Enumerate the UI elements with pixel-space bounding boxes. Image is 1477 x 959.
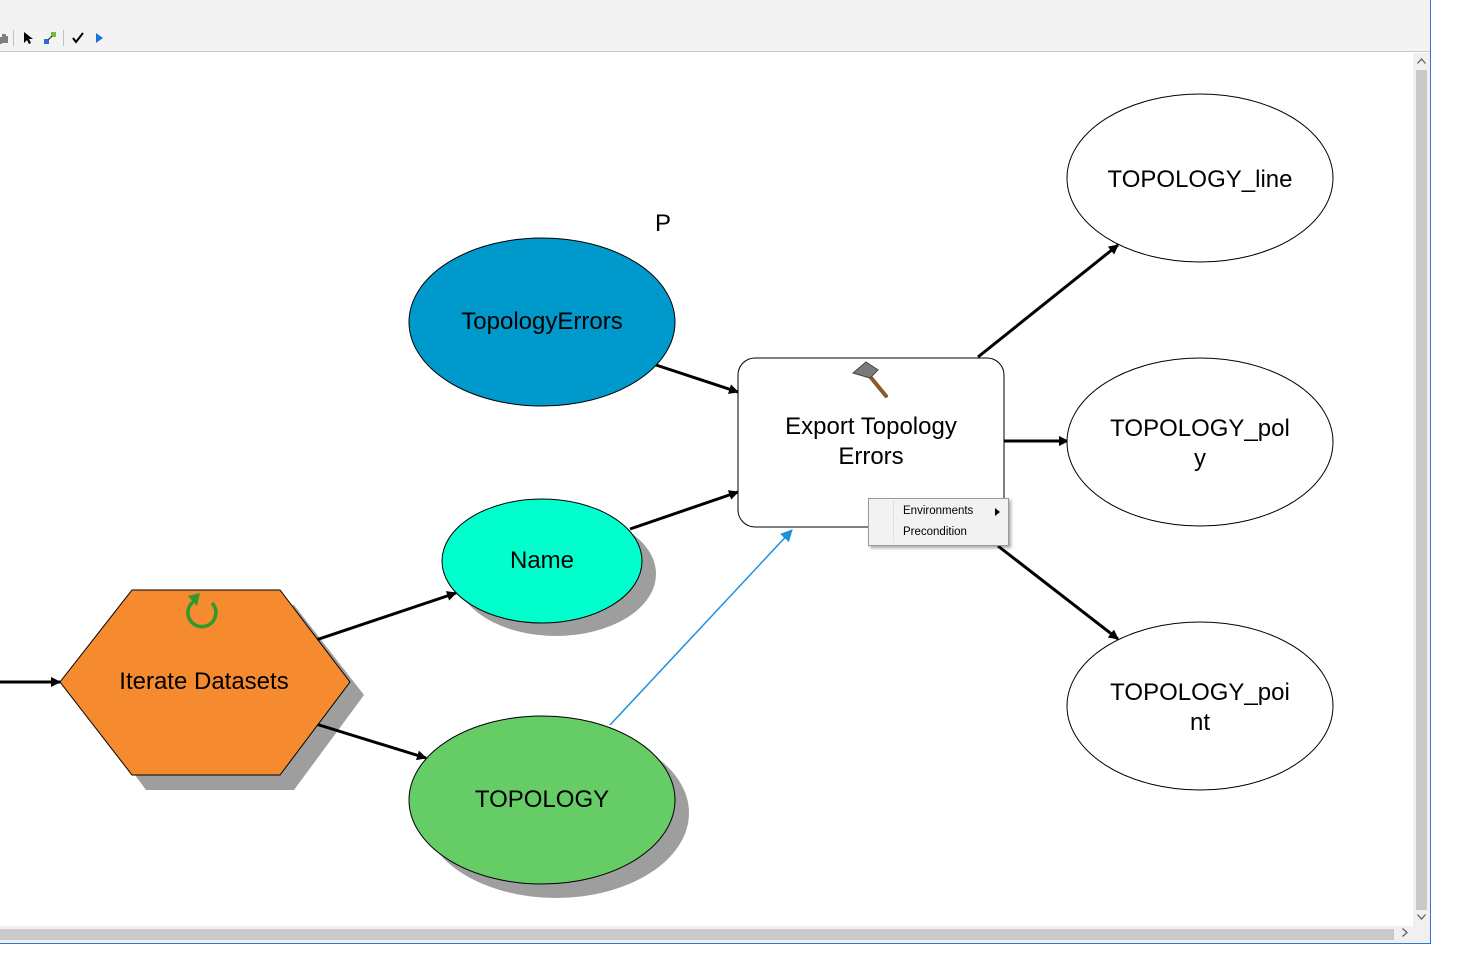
topology-poly-node[interactable] bbox=[1066, 357, 1334, 527]
connector-line bbox=[997, 544, 1119, 641]
submenu-arrow-icon bbox=[995, 508, 1000, 516]
horizontal-scroll-thumb[interactable] bbox=[0, 929, 1394, 940]
name-label: Name bbox=[509, 547, 575, 574]
hand-icon bbox=[0, 34, 8, 44]
hammer-icon bbox=[851, 361, 888, 398]
menu-item-precondition[interactable]: Precondition bbox=[869, 522, 1008, 543]
topology-line-label: TOPOLOGY_line bbox=[1107, 166, 1293, 193]
connect-tool-button[interactable] bbox=[40, 28, 60, 48]
menu-item-label: Precondition bbox=[903, 526, 967, 538]
topology-label: TOPOLOGY bbox=[474, 786, 610, 813]
iterate-icon bbox=[186, 593, 218, 629]
connector-line bbox=[655, 363, 739, 394]
menu-item-label: Environments bbox=[903, 505, 974, 517]
connector-line bbox=[315, 591, 457, 642]
topology-errors-label: TopologyErrors bbox=[461, 308, 623, 335]
checkmark-icon bbox=[72, 32, 84, 44]
name-node[interactable] bbox=[441, 498, 643, 624]
pointer-icon bbox=[24, 32, 33, 44]
precondition-connector bbox=[609, 529, 793, 726]
toolbar-separator bbox=[13, 30, 14, 46]
chevron-right-icon bbox=[1401, 928, 1408, 937]
scroll-down-button[interactable] bbox=[1413, 909, 1430, 926]
toolbar bbox=[0, 0, 1430, 52]
iterate-datasets-label: Iterate Datasets bbox=[119, 668, 289, 695]
export-topology-errors-label: Export Topology Errors bbox=[785, 413, 957, 470]
horizontal-scrollbar[interactable] bbox=[0, 926, 1413, 943]
validate-tool-button[interactable] bbox=[68, 28, 88, 48]
menu-item-environments[interactable]: Environments bbox=[869, 501, 1008, 522]
vertical-scroll-thumb[interactable] bbox=[1416, 70, 1427, 910]
play-icon bbox=[96, 33, 103, 43]
topology-point-label: TOPOLOGY_point bbox=[1110, 679, 1290, 736]
model-canvas[interactable]: P TopologyErrors Name TOPOLOGY Iterate D… bbox=[0, 53, 1413, 926]
connector-line bbox=[977, 243, 1119, 359]
pan-tool-button[interactable] bbox=[0, 28, 14, 48]
toolbar-separator bbox=[63, 30, 64, 46]
scrollbar-corner bbox=[1413, 926, 1430, 943]
connect-icon bbox=[44, 32, 56, 44]
chevron-up-icon bbox=[1417, 58, 1426, 64]
scroll-up-button[interactable] bbox=[1413, 53, 1430, 70]
connector-line bbox=[315, 722, 427, 761]
topology-point-node[interactable] bbox=[1066, 621, 1334, 791]
context-menu: Environments Precondition bbox=[868, 498, 1009, 546]
select-tool-button[interactable] bbox=[18, 28, 38, 48]
vertical-scrollbar[interactable] bbox=[1413, 53, 1430, 926]
run-tool-button[interactable] bbox=[89, 28, 109, 48]
iterate-datasets-node[interactable] bbox=[59, 589, 351, 776]
scroll-right-button[interactable] bbox=[1396, 926, 1413, 943]
chevron-down-icon bbox=[1417, 914, 1426, 920]
menu-gutter bbox=[893, 501, 894, 543]
topology-errors-node[interactable] bbox=[408, 237, 676, 407]
topology-node[interactable] bbox=[408, 715, 676, 885]
topology-line-node[interactable] bbox=[1066, 93, 1334, 263]
model-builder-window: P TopologyErrors Name TOPOLOGY Iterate D… bbox=[0, 0, 1431, 944]
topology-poly-label: TOPOLOGY_poly bbox=[1110, 415, 1290, 472]
connector-line bbox=[629, 490, 739, 531]
floating-label: P bbox=[654, 210, 671, 237]
